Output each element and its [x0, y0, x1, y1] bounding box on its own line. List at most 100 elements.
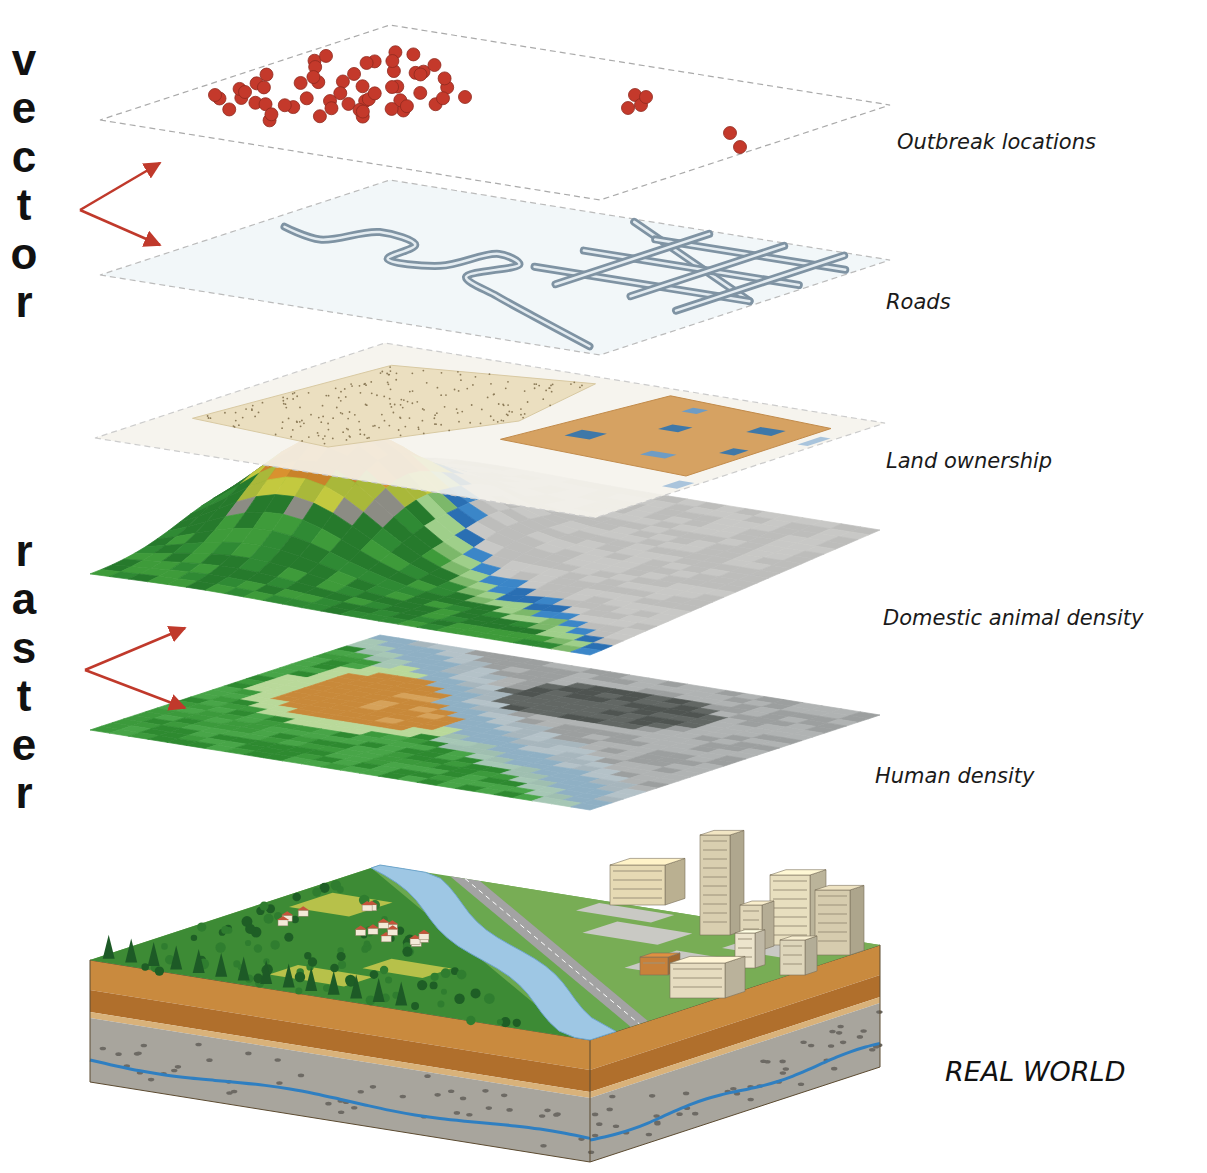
- parcel-dot: [288, 418, 290, 420]
- stone: [649, 1094, 655, 1098]
- tree: [497, 1019, 503, 1025]
- parcel-dot: [469, 422, 471, 424]
- parcel-dot: [490, 415, 492, 417]
- parcel-dot: [411, 402, 413, 404]
- house-roof: [355, 926, 367, 930]
- parcel-dot: [292, 398, 294, 400]
- road-center: [676, 256, 844, 311]
- parcel-dot: [400, 404, 402, 406]
- building: [700, 830, 744, 935]
- parcel-dot: [520, 408, 522, 410]
- parcel-dot: [457, 412, 459, 414]
- parcel-dot: [346, 428, 348, 430]
- tree: [417, 980, 427, 990]
- outbreak-point: [414, 86, 427, 99]
- parcel-dot: [383, 396, 385, 398]
- parcel-dot: [466, 388, 468, 390]
- stone: [195, 1043, 201, 1047]
- parcel-dot: [396, 372, 398, 374]
- parcel-dot: [320, 421, 322, 423]
- parcel-dot: [389, 366, 391, 368]
- stone: [869, 1048, 875, 1052]
- raster-cell: [571, 803, 601, 810]
- parcel-dot: [322, 416, 324, 418]
- parcel-dot: [283, 403, 285, 405]
- building-front: [780, 940, 805, 975]
- stone: [231, 1090, 237, 1094]
- parcel-dot: [301, 440, 303, 442]
- tree: [141, 963, 148, 970]
- stone: [840, 1041, 846, 1045]
- building-front: [640, 957, 668, 975]
- parcel-dot: [282, 421, 284, 423]
- parcel-dot: [328, 395, 330, 397]
- parcel-dot: [207, 415, 209, 417]
- outbreak-point: [400, 100, 413, 113]
- outbreak-point: [260, 68, 273, 81]
- tree: [221, 926, 229, 934]
- parcel-dot: [505, 387, 507, 389]
- building-plot: [662, 481, 694, 489]
- parcel-dot: [378, 427, 380, 429]
- parcel-dot: [346, 439, 348, 441]
- stone: [646, 1133, 652, 1137]
- parcel-dot: [520, 414, 522, 416]
- building-plot: [640, 451, 677, 459]
- parcel-dot: [573, 381, 575, 383]
- parcel-dot: [364, 434, 366, 436]
- tree: [270, 940, 279, 949]
- parcel-dot: [340, 400, 342, 402]
- building-top: [740, 901, 774, 905]
- parcel-dot: [549, 387, 551, 389]
- outbreak-point: [386, 81, 399, 94]
- parcel-dot: [308, 436, 310, 438]
- parcel-dot: [389, 398, 391, 400]
- parcel-dot: [507, 414, 509, 416]
- parcel-dot: [285, 403, 287, 405]
- house: [356, 930, 366, 936]
- outbreak-point: [348, 67, 361, 80]
- parcel-dot: [371, 392, 373, 394]
- parcel-dot: [456, 408, 458, 410]
- parcel-dot: [242, 417, 244, 419]
- house: [378, 922, 388, 928]
- outbreak-point: [734, 141, 747, 154]
- parcel-dot: [545, 389, 547, 391]
- city-plot: [583, 921, 693, 944]
- window-row: [703, 886, 727, 887]
- parcel-dot: [294, 392, 296, 394]
- stone: [596, 1122, 602, 1126]
- tree: [471, 988, 481, 998]
- ground-surface: [90, 865, 880, 1040]
- building-front: [610, 865, 665, 905]
- window-row: [743, 929, 759, 930]
- stone: [148, 1078, 154, 1082]
- parcel-dot: [245, 408, 247, 410]
- parcel-dot: [210, 417, 212, 419]
- red-arrow: [85, 628, 185, 670]
- building-top: [780, 936, 817, 940]
- raster-cell: [571, 648, 601, 655]
- parcel-dot: [308, 392, 310, 394]
- building: [815, 885, 864, 955]
- tree: [484, 993, 495, 1004]
- stone: [800, 1041, 806, 1045]
- parcel-dot: [325, 395, 327, 397]
- parcel-dot: [399, 416, 401, 418]
- stone: [836, 1031, 842, 1035]
- parcel-dot: [409, 391, 411, 393]
- parcel-dot: [409, 417, 411, 419]
- parcel-dot: [422, 420, 424, 422]
- outbreak-point: [368, 87, 381, 100]
- block-edge: [590, 1040, 591, 1162]
- building-plot: [658, 424, 693, 432]
- outbreak-point: [356, 80, 369, 93]
- parcel-dot: [392, 412, 394, 414]
- window-row: [673, 978, 722, 979]
- section-label: vector: [10, 36, 38, 326]
- building-plot: [719, 448, 749, 455]
- parcel-dot: [390, 388, 392, 390]
- stone: [760, 1059, 766, 1063]
- parcel-dot: [234, 426, 236, 428]
- field-patch: [289, 893, 393, 917]
